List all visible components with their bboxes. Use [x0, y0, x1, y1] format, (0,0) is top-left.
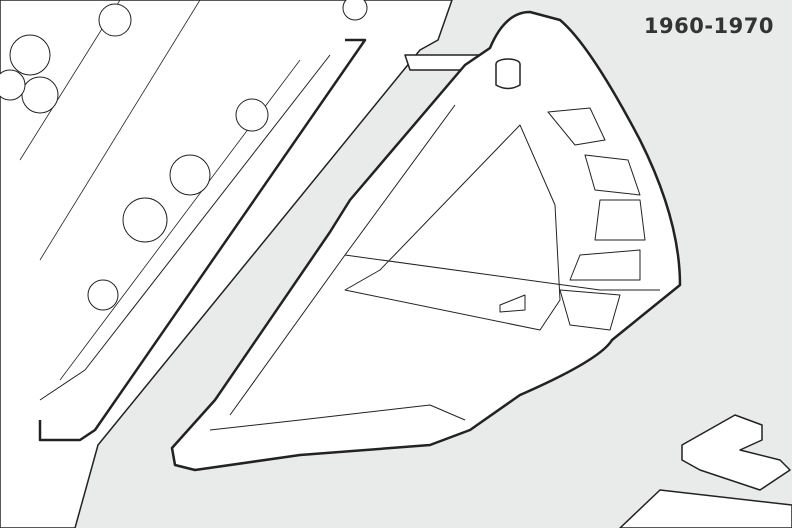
central-plaza [344, 124, 561, 331]
promenade-wall [38, 38, 367, 442]
building [619, 489, 792, 528]
period-label: 1960-1970 [643, 14, 774, 38]
island-park [170, 10, 682, 472]
left-riverbank-land [0, 0, 453, 528]
trees [0, 0, 368, 311]
pier [681, 414, 791, 491]
